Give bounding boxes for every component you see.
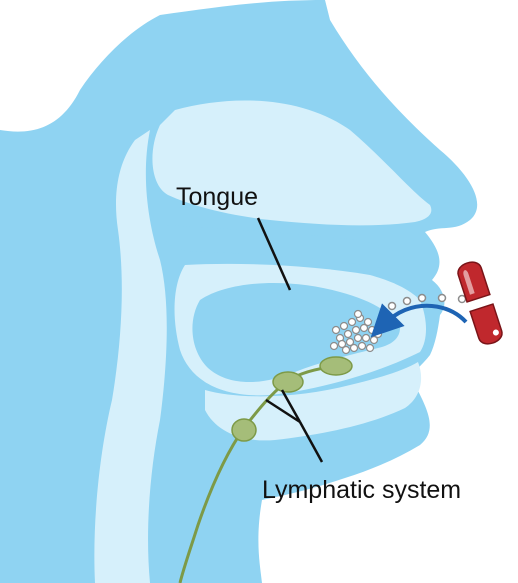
tongue-label: Tongue — [176, 183, 258, 211]
lymphatic-system-label: Lymphatic system — [262, 476, 461, 504]
lymph-node-2 — [273, 372, 303, 392]
lymph-node-3 — [232, 419, 256, 441]
lymph-node-1 — [320, 357, 352, 375]
